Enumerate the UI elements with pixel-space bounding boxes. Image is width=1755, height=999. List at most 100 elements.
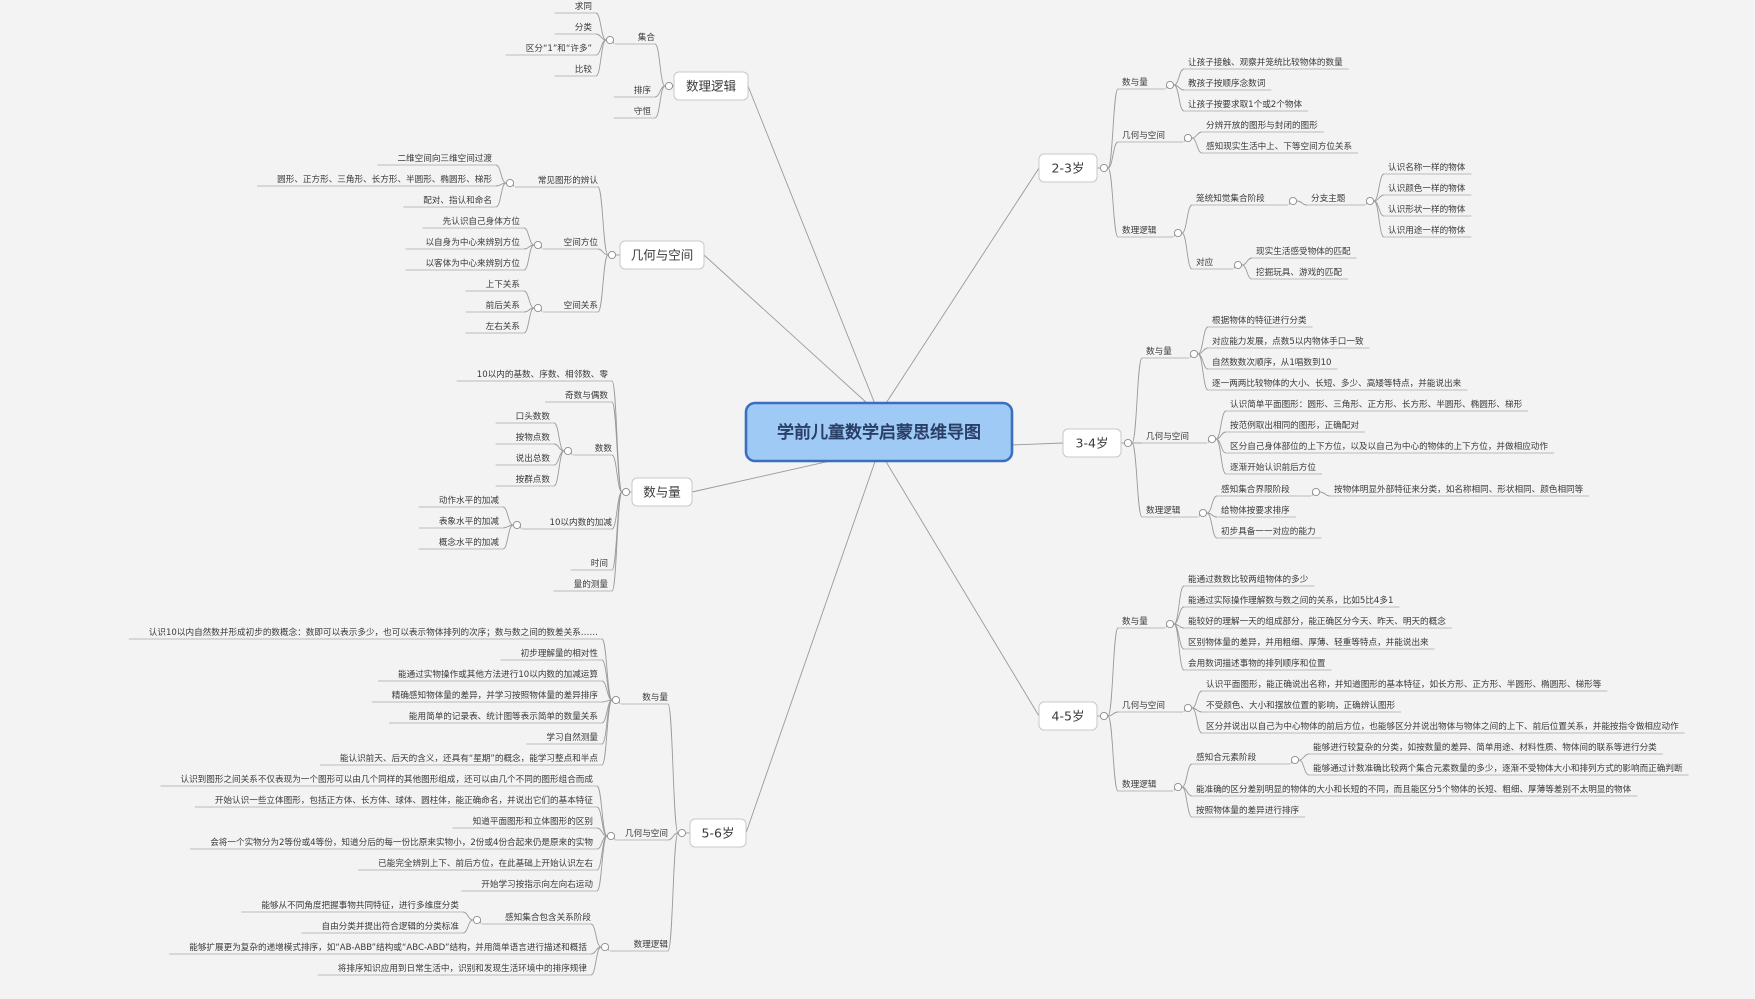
collapse-toggle-icon[interactable] — [533, 303, 543, 313]
topic-node[interactable]: 以客体为中心来辨别方位 — [405, 257, 524, 271]
collapse-toggle-icon[interactable] — [1311, 487, 1321, 497]
topic-node[interactable]: 按范例取出相同的图形，正确配对 — [1226, 419, 1365, 433]
topic-node[interactable]: 教孩子按顺序念数词 — [1184, 77, 1272, 91]
collapse-toggle-icon[interactable] — [1165, 619, 1175, 629]
topic-node[interactable]: 能通过实物操作或其他方法进行10以内数的加减运算 — [378, 668, 602, 682]
topic-node[interactable]: 圆形、正方形、三角形、长方形、半圆形、椭圆形、梯形 — [257, 173, 496, 187]
branch-topic[interactable]: 数理逻辑 — [673, 71, 749, 101]
topic-node[interactable]: 将排序知识应用到日常生活中，识别和发现生活环境中的排序规律 — [317, 962, 591, 976]
topic-node[interactable]: 比较 — [554, 63, 596, 77]
topic-node[interactable]: 知道平面图形和立体图形的区别 — [452, 815, 597, 829]
collapse-toggle-icon[interactable] — [1183, 703, 1193, 713]
topic-node[interactable]: 能认识前天、后天的含义，还具有“星期”的概念，能学习整点和半点 — [319, 752, 602, 766]
topic-node[interactable]: 按物体明显外部特征来分类，如名称相同、形状相同、颜色相同等 — [1330, 483, 1590, 497]
topic-node[interactable]: 给物体按要求排序 — [1217, 504, 1296, 518]
topic-node[interactable]: 口头数数 — [495, 410, 554, 424]
topic-node[interactable]: 初步具备一一对应的能力 — [1217, 525, 1322, 539]
topic-node[interactable]: 分辨开放的图形与封闭的图形 — [1202, 119, 1324, 133]
topic-node[interactable]: 10以内数的加减 — [519, 516, 612, 530]
collapse-toggle-icon[interactable] — [1165, 80, 1175, 90]
topic-node[interactable]: 空间关系 — [540, 299, 598, 313]
topic-node[interactable]: 区别物体量的差异，并用粗细、厚薄、轻重等特点，并能说出来 — [1184, 636, 1435, 650]
topic-node[interactable]: 能较好的理解一天的组成部分，能正确区分今天、昨天、明天的概念 — [1184, 615, 1452, 629]
topic-node[interactable]: 数数 — [570, 442, 612, 456]
topic-node[interactable]: 集合 — [612, 31, 655, 45]
topic-node[interactable]: 数与量 — [1118, 615, 1168, 629]
topic-node[interactable]: 能准确的区分差别明显的物体的大小和长短的不同，而且能区分5个物体的长短、粗细、厚… — [1192, 783, 1638, 797]
topic-node[interactable]: 能够进行较复杂的分类，如按数量的差异、简单用途、材料性质、物体间的联系等进行分类 — [1309, 741, 1663, 755]
topic-node[interactable]: 开始学习按指示向左向右运动 — [461, 878, 597, 892]
branch-topic[interactable]: 几何与空间 — [619, 240, 705, 270]
topic-node[interactable]: 几何与空间 — [1118, 129, 1186, 143]
topic-node[interactable]: 数与量 — [1118, 76, 1168, 90]
topic-node[interactable]: 几何与空间 — [1118, 699, 1186, 713]
topic-node[interactable]: 能用简单的记录表、统计图等表示简单的数量关系 — [388, 710, 602, 724]
collapse-toggle-icon[interactable] — [1099, 711, 1109, 721]
topic-node[interactable]: 数理逻辑 — [1118, 224, 1176, 238]
topic-node[interactable]: 感知集合界限阶段 — [1217, 483, 1314, 497]
topic-node[interactable]: 感知合元素阶段 — [1192, 751, 1293, 765]
topic-node[interactable]: 时间 — [570, 557, 612, 571]
topic-node[interactable]: 按群点数 — [495, 473, 554, 487]
topic-node[interactable]: 能够扩展更为复杂的递增模式排序，如“AB-ABB”结构或“ABC-ABD”结构，… — [169, 941, 591, 955]
collapse-toggle-icon[interactable] — [1290, 755, 1300, 765]
topic-node[interactable]: 左右关系 — [465, 320, 524, 334]
topic-node[interactable]: 数理逻辑 — [1118, 778, 1176, 792]
topic-node[interactable]: 区分“1”和“许多” — [505, 42, 596, 56]
topic-node[interactable]: 会将一个实物分为2等份或4等份，知道分后的每一份比原来实物小，2份或4份合起来仍… — [190, 836, 597, 850]
collapse-toggle-icon[interactable] — [1123, 438, 1133, 448]
collapse-toggle-icon[interactable] — [606, 831, 616, 841]
topic-node[interactable]: 分支主题 — [1307, 192, 1368, 206]
branch-topic[interactable]: 数与量 — [631, 477, 693, 507]
topic-node[interactable]: 先认识自己身体方位 — [422, 215, 524, 229]
topic-node[interactable]: 认识形状一样的物体 — [1384, 203, 1472, 217]
topic-node[interactable]: 认识到图形之间关系不仅表现为一个图形可以由几个同样的其他图形组成，还可以由几个不… — [160, 773, 597, 787]
topic-node[interactable]: 表象水平的加减 — [418, 515, 503, 529]
topic-node[interactable]: 不受颜色、大小和摆放位置的影响，正确辨认图形 — [1202, 699, 1402, 713]
topic-node[interactable]: 数与量 — [618, 691, 668, 705]
topic-node[interactable]: 配对、指认和命名 — [403, 194, 496, 208]
topic-node[interactable]: 按物点数 — [495, 431, 554, 445]
topic-node[interactable]: 根据物体的特征进行分类 — [1208, 314, 1313, 328]
topic-node[interactable]: 前后关系 — [465, 299, 524, 313]
topic-node[interactable]: 初步理解量的相对性 — [500, 647, 602, 661]
collapse-toggle-icon[interactable] — [533, 240, 543, 250]
topic-node[interactable]: 能通过实际操作理解数与数之间的关系，比如5比4多1 — [1184, 594, 1400, 608]
topic-node[interactable]: 逐渐开始认识前后方位 — [1226, 461, 1322, 475]
collapse-toggle-icon[interactable] — [563, 446, 573, 456]
topic-node[interactable]: 开始认识一些立体图形，包括正方体、长方体、球体、圆柱体，能正确命名，并说出它们的… — [194, 794, 597, 808]
topic-node[interactable]: 以自身为中心来辨别方位 — [405, 236, 524, 250]
collapse-toggle-icon[interactable] — [1189, 349, 1199, 359]
topic-node[interactable]: 守恒 — [613, 105, 655, 119]
topic-node[interactable]: 量的测量 — [553, 578, 612, 592]
collapse-toggle-icon[interactable] — [1198, 508, 1208, 518]
topic-node[interactable]: 排序 — [613, 84, 655, 98]
topic-node[interactable]: 认识用途一样的物体 — [1384, 224, 1472, 238]
topic-node[interactable]: 认识颜色一样的物体 — [1384, 182, 1472, 196]
topic-node[interactable]: 感知集合包含关系阶段 — [479, 911, 591, 925]
topic-node[interactable]: 数理逻辑 — [607, 938, 668, 952]
collapse-toggle-icon[interactable] — [1207, 434, 1217, 444]
topic-node[interactable]: 能够从不同角度把握事物共同特征，进行多维度分类 — [241, 899, 463, 913]
collapse-toggle-icon[interactable] — [512, 520, 522, 530]
topic-node[interactable]: 奇数与偶数 — [545, 389, 612, 403]
branch-topic[interactable]: 3-4岁 — [1062, 428, 1122, 458]
collapse-toggle-icon[interactable] — [677, 828, 687, 838]
topic-node[interactable]: 自然数数次顺序，从1唱数到10 — [1208, 356, 1338, 370]
collapse-toggle-icon[interactable] — [1288, 196, 1298, 206]
topic-node[interactable]: 按照物体量的差异进行排序 — [1192, 804, 1306, 818]
collapse-toggle-icon[interactable] — [1099, 163, 1109, 173]
topic-node[interactable]: 对应能力发展，点数5以内物体手口一致 — [1208, 335, 1370, 349]
topic-node[interactable]: 笼统知觉集合阶段 — [1192, 192, 1291, 206]
topic-node[interactable]: 空间方位 — [540, 236, 598, 250]
topic-node[interactable]: 挖掘玩具、游戏的匹配 — [1252, 266, 1348, 280]
topic-node[interactable]: 认识名称一样的物体 — [1384, 161, 1472, 175]
topic-node[interactable]: 能够通过计数准确比较两个集合元素数量的多少，逐渐不受物体大小和排列方式的影响而正… — [1309, 762, 1689, 776]
topic-node[interactable]: 让孩子按要求取1个或2个物体 — [1184, 98, 1309, 112]
topic-node[interactable]: 已能完全辨别上下、前后方位，在此基础上开始认识左右 — [358, 857, 597, 871]
topic-node[interactable]: 认识10以内自然数并形成初步的数概念：数即可以表示多少，也可以表示物体排列的次序… — [128, 626, 602, 640]
collapse-toggle-icon[interactable] — [664, 81, 674, 91]
topic-node[interactable]: 求同 — [554, 0, 596, 14]
topic-node[interactable]: 能通过数数比较两组物体的多少 — [1184, 573, 1315, 587]
collapse-toggle-icon[interactable] — [1183, 133, 1193, 143]
